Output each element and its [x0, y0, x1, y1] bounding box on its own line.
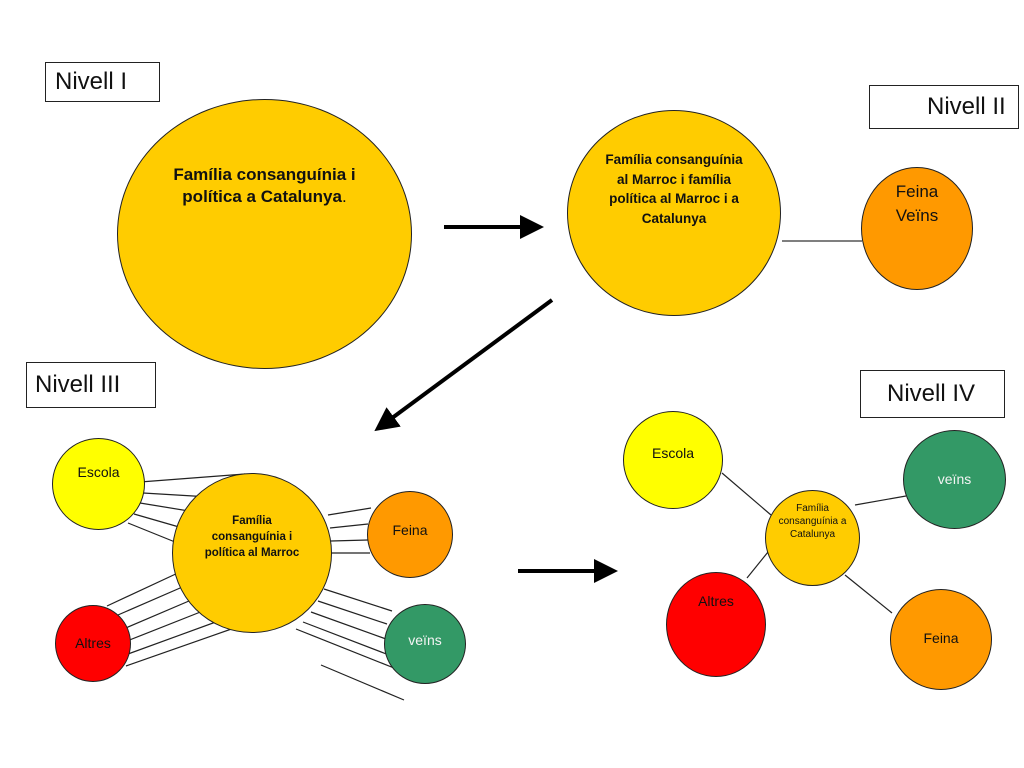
- level-3-label: Nivell III: [26, 362, 156, 408]
- level4-altres-circle: Altres: [666, 572, 766, 677]
- level1-main-text-period: .: [341, 187, 347, 206]
- level3-escola-circle: Escola: [52, 438, 145, 530]
- level-2-label-text: Nivell II: [927, 93, 1006, 120]
- level3-center-circle: Família consanguínia i política al Marro…: [172, 473, 332, 633]
- level-1-label: Nivell I: [45, 62, 160, 102]
- level1-main-circle: Família consanguínia i política a Catalu…: [117, 99, 412, 369]
- level4-veins-text: veïns: [937, 471, 972, 487]
- level4-altres-text: Altres: [698, 593, 734, 609]
- level-3-label-text: Nivell III: [35, 371, 121, 398]
- connectors-level3-veins: [295, 588, 405, 701]
- level4-escola-circle: Escola: [623, 411, 723, 509]
- level-2-label: Nivell II: [869, 85, 1019, 129]
- arrow-level2-to-level3: [374, 298, 554, 432]
- level3-veins-text: veïns: [408, 632, 442, 648]
- connectors-level4: [721, 472, 907, 614]
- level-4-label: Nivell IV: [860, 370, 1005, 418]
- level4-veins-circle: veïns: [903, 430, 1006, 529]
- level3-feina-text: Feina: [392, 522, 428, 538]
- level3-feina-circle: Feina: [367, 491, 453, 578]
- level3-center-text: Família consanguínia i política al Marro…: [204, 515, 300, 559]
- connectors-level3-altres: [106, 571, 241, 667]
- level3-altres-circle: Altres: [55, 605, 131, 682]
- level3-altres-text: Altres: [75, 634, 111, 651]
- level4-feina-circle: Feina: [890, 589, 992, 690]
- level-1-label-text: Nivell I: [55, 68, 128, 95]
- level-4-label-text: Nivell IV: [887, 380, 976, 407]
- level1-main-text-body: Família consanguínia i política a Catalu…: [173, 165, 356, 206]
- level4-escola-text: Escola: [651, 445, 695, 461]
- level4-center-circle: Família consanguínia a Catalunya: [765, 490, 860, 586]
- level2-feina-veins-text: Feina Veïns: [895, 182, 939, 225]
- level2-feina-veins-circle: Feina Veïns: [861, 167, 973, 290]
- level3-veins-circle: veïns: [384, 604, 466, 684]
- level2-main-circle: Família consanguínia al Marroc i família…: [567, 110, 781, 316]
- level4-feina-text: Feina: [923, 630, 959, 646]
- level2-main-text: Família consanguínia al Marroc i família…: [605, 152, 743, 226]
- level4-center-text: Família consanguínia a Catalunya: [778, 503, 847, 540]
- connectors-level3-escola: [127, 473, 246, 545]
- level1-main-text: Família consanguínia i política a Catalu…: [150, 164, 380, 208]
- connectors-level3-feina: [327, 507, 372, 554]
- level3-escola-text: Escola: [77, 464, 120, 480]
